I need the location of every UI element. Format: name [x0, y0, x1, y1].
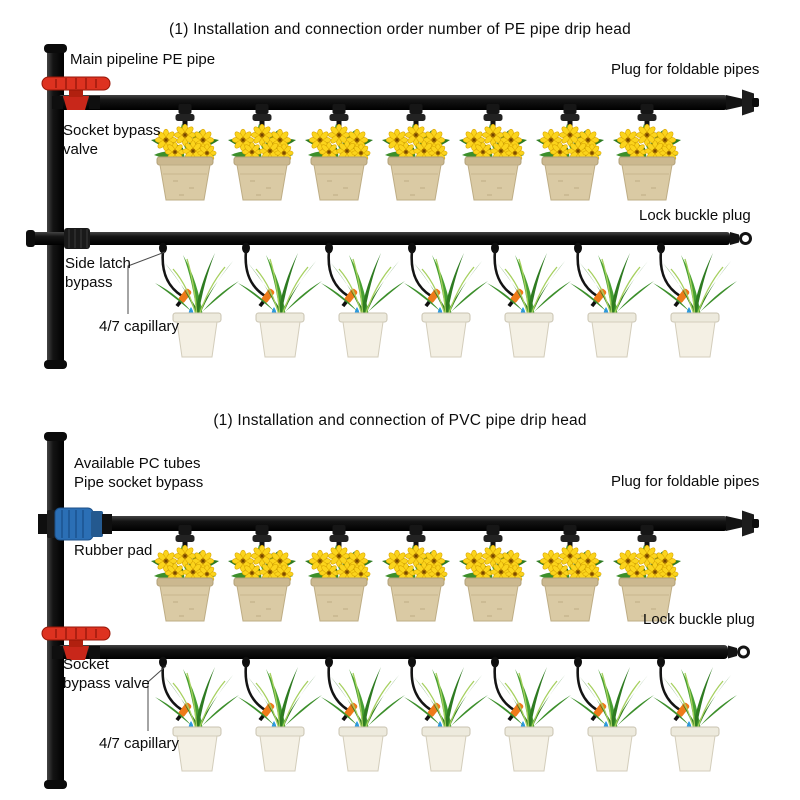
- plant-pot: [402, 655, 490, 773]
- lock-buckle-plug-icon: [726, 644, 750, 660]
- flower-pot: [151, 525, 220, 621]
- foldable-pipe-plug-icon: [726, 89, 759, 116]
- pe-diagram-title: (1) Installation and connection order nu…: [169, 21, 631, 38]
- plant-pot: [568, 241, 656, 359]
- label-available-pc-tubes: Available PC tubes Pipe socket bypass: [74, 455, 204, 492]
- plant-pot: [236, 655, 324, 773]
- flower-pot: [228, 525, 297, 621]
- plant-pot: [319, 241, 407, 359]
- label-socket-bypass-valve-pvc: Socket bypass valve: [63, 656, 150, 693]
- pe-drip-pipe: [58, 95, 728, 110]
- flower-pot: [382, 525, 451, 621]
- flower-pot-row: [151, 525, 682, 621]
- plant-pot: [651, 241, 739, 359]
- plant-pot: [568, 655, 656, 773]
- pvc-diagram-title: (1) Installation and connection of PVC p…: [213, 412, 587, 429]
- flower-pot: [459, 525, 528, 621]
- flower-pot: [536, 525, 605, 621]
- rubber-pad-icon: [91, 511, 103, 537]
- capillary-supply-pipe: [30, 232, 730, 245]
- pipe-cap: [44, 44, 67, 53]
- capillary-supply-pipe: [58, 645, 728, 659]
- label-main-pipeline: Main pipeline PE pipe: [70, 51, 216, 68]
- plant-pot: [651, 655, 739, 773]
- pipe-end-fitting: [26, 230, 35, 247]
- capillary-leader-line: [127, 251, 166, 314]
- plant-pot: [485, 655, 573, 773]
- label-side-latch-bypass: Side latch bypass: [65, 255, 131, 292]
- flower-pot: [536, 104, 605, 200]
- label-capillary-pe: 4/7 capillary: [99, 318, 180, 335]
- capillary-leader-line: [147, 665, 167, 731]
- pe-pipe-diagram: [26, 44, 759, 369]
- lock-buckle-plug-icon: [728, 230, 752, 247]
- pvc-drip-pipe: [58, 516, 728, 531]
- flower-pot: [382, 104, 451, 200]
- flower-pot: [613, 104, 682, 200]
- side-latch-bypass-icon: [64, 228, 90, 249]
- flower-pot: [613, 525, 682, 621]
- flower-pot: [459, 104, 528, 200]
- flower-pot: [151, 104, 220, 200]
- label-lock-buckle-pvc: Lock buckle plug: [643, 611, 755, 628]
- plant-pot-row: [153, 241, 739, 359]
- label-lock-buckle-pe: Lock buckle plug: [639, 207, 751, 224]
- plant-pot: [319, 655, 407, 773]
- flower-pot-row: [151, 104, 682, 200]
- flower-pot: [228, 104, 297, 200]
- label-rubber-pad: Rubber pad: [74, 542, 153, 559]
- label-plug-foldable-pvc: Plug for foldable pipes: [611, 473, 760, 490]
- plant-pot: [485, 241, 573, 359]
- pipe-socket-bypass-icon: [38, 507, 112, 541]
- plant-pot: [153, 241, 241, 359]
- label-plug-foldable-pe: Plug for foldable pipes: [611, 61, 760, 78]
- plant-pot: [153, 655, 241, 773]
- main-pipeline-pipe: [47, 46, 64, 368]
- pipe-cap: [44, 780, 67, 789]
- flower-pot: [305, 525, 374, 621]
- plant-pot: [402, 241, 490, 359]
- label-socket-bypass-valve-pe: Socket bypass valve: [63, 122, 161, 159]
- pipe-cap: [44, 360, 67, 369]
- foldable-pipe-plug-icon: [726, 510, 759, 537]
- plant-pot-row: [153, 655, 739, 773]
- label-capillary-pvc: 4/7 capillary: [99, 735, 180, 752]
- pvc-pipe-diagram: [38, 432, 759, 789]
- main-pipeline-pipe: [47, 434, 64, 786]
- pipe-cap: [44, 432, 67, 441]
- flower-pot: [305, 104, 374, 200]
- plant-pot: [236, 241, 324, 359]
